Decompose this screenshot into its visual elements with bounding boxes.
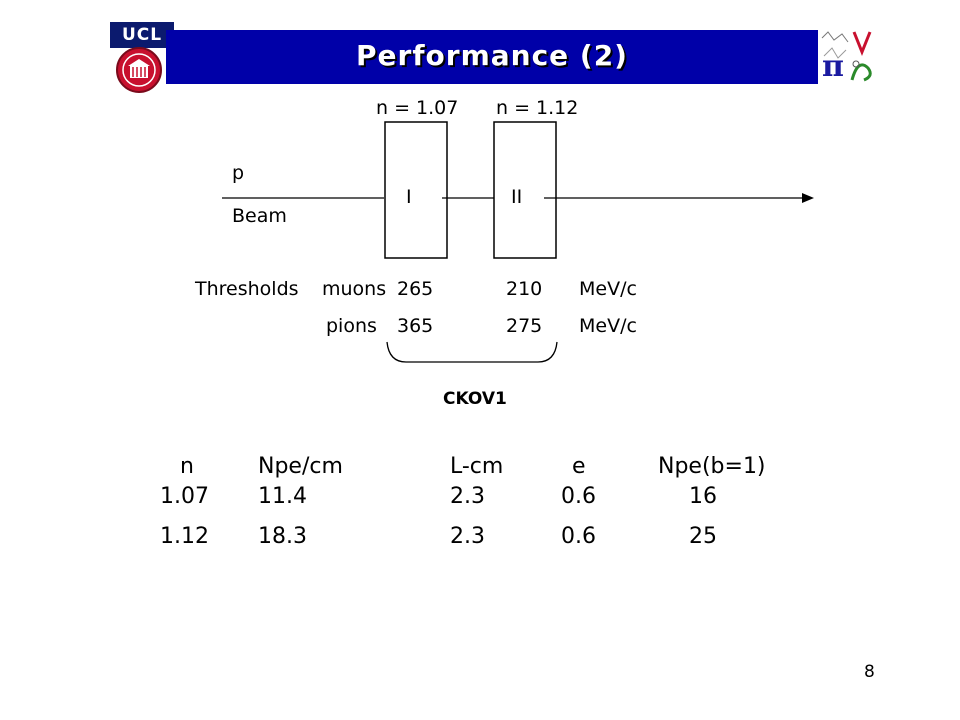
beam-symbol: p [232, 162, 245, 184]
table-cell: 1.07 [160, 484, 209, 509]
ucl-logo: UCL [110, 22, 174, 94]
table-cell: 0.6 [561, 524, 596, 549]
table-header-e: e [572, 454, 586, 479]
mice-logo-icon: π [818, 28, 876, 84]
threshold-pions-value-2: 275 [506, 315, 543, 337]
table-header-npe-b1: Npe(b=1) [658, 454, 766, 479]
table-cell: 11.4 [258, 484, 307, 509]
title-bar: Performance (2) [166, 30, 818, 84]
ucl-seal-icon [116, 47, 162, 93]
threshold-particle-muons: muons [322, 278, 387, 300]
table-cell: 18.3 [258, 524, 307, 549]
thresholds-label: Thresholds [195, 278, 299, 300]
table-cell: 2.3 [450, 484, 485, 509]
radiator-2-label: II [511, 186, 523, 208]
threshold-pions-unit: MeV/c [579, 315, 637, 337]
detector-label: CKOV1 [443, 389, 507, 409]
threshold-particle-pions: pions [326, 315, 377, 337]
threshold-muons-value-2: 210 [506, 278, 543, 300]
radiator-box-1 [384, 121, 448, 259]
page-title: Performance (2) [356, 39, 628, 72]
radiator-2-index: n = 1.12 [496, 97, 579, 119]
table-cell: 0.6 [561, 484, 596, 509]
table-header-n: n [180, 454, 194, 479]
table-cell: 1.12 [160, 524, 209, 549]
detector-brace [386, 341, 558, 363]
radiator-1-label: I [406, 186, 412, 208]
table-cell: 2.3 [450, 524, 485, 549]
threshold-muons-value-1: 265 [397, 278, 434, 300]
beam-arrowhead [802, 193, 814, 203]
page-number: 8 [864, 662, 875, 682]
threshold-pions-value-1: 365 [397, 315, 434, 337]
table-header-l-cm: L-cm [450, 454, 504, 479]
threshold-muons-unit: MeV/c [579, 278, 637, 300]
svg-text:π: π [822, 49, 844, 84]
radiator-box-2 [493, 121, 557, 259]
table-cell: 16 [689, 484, 717, 509]
ucl-logo-text: UCL [121, 25, 163, 45]
table-cell: 25 [689, 524, 717, 549]
beam-label: Beam [232, 205, 287, 227]
radiator-1-index: n = 1.07 [376, 97, 459, 119]
ucl-logo-banner [110, 22, 174, 48]
table-header-npe-cm: Npe/cm [258, 454, 343, 479]
